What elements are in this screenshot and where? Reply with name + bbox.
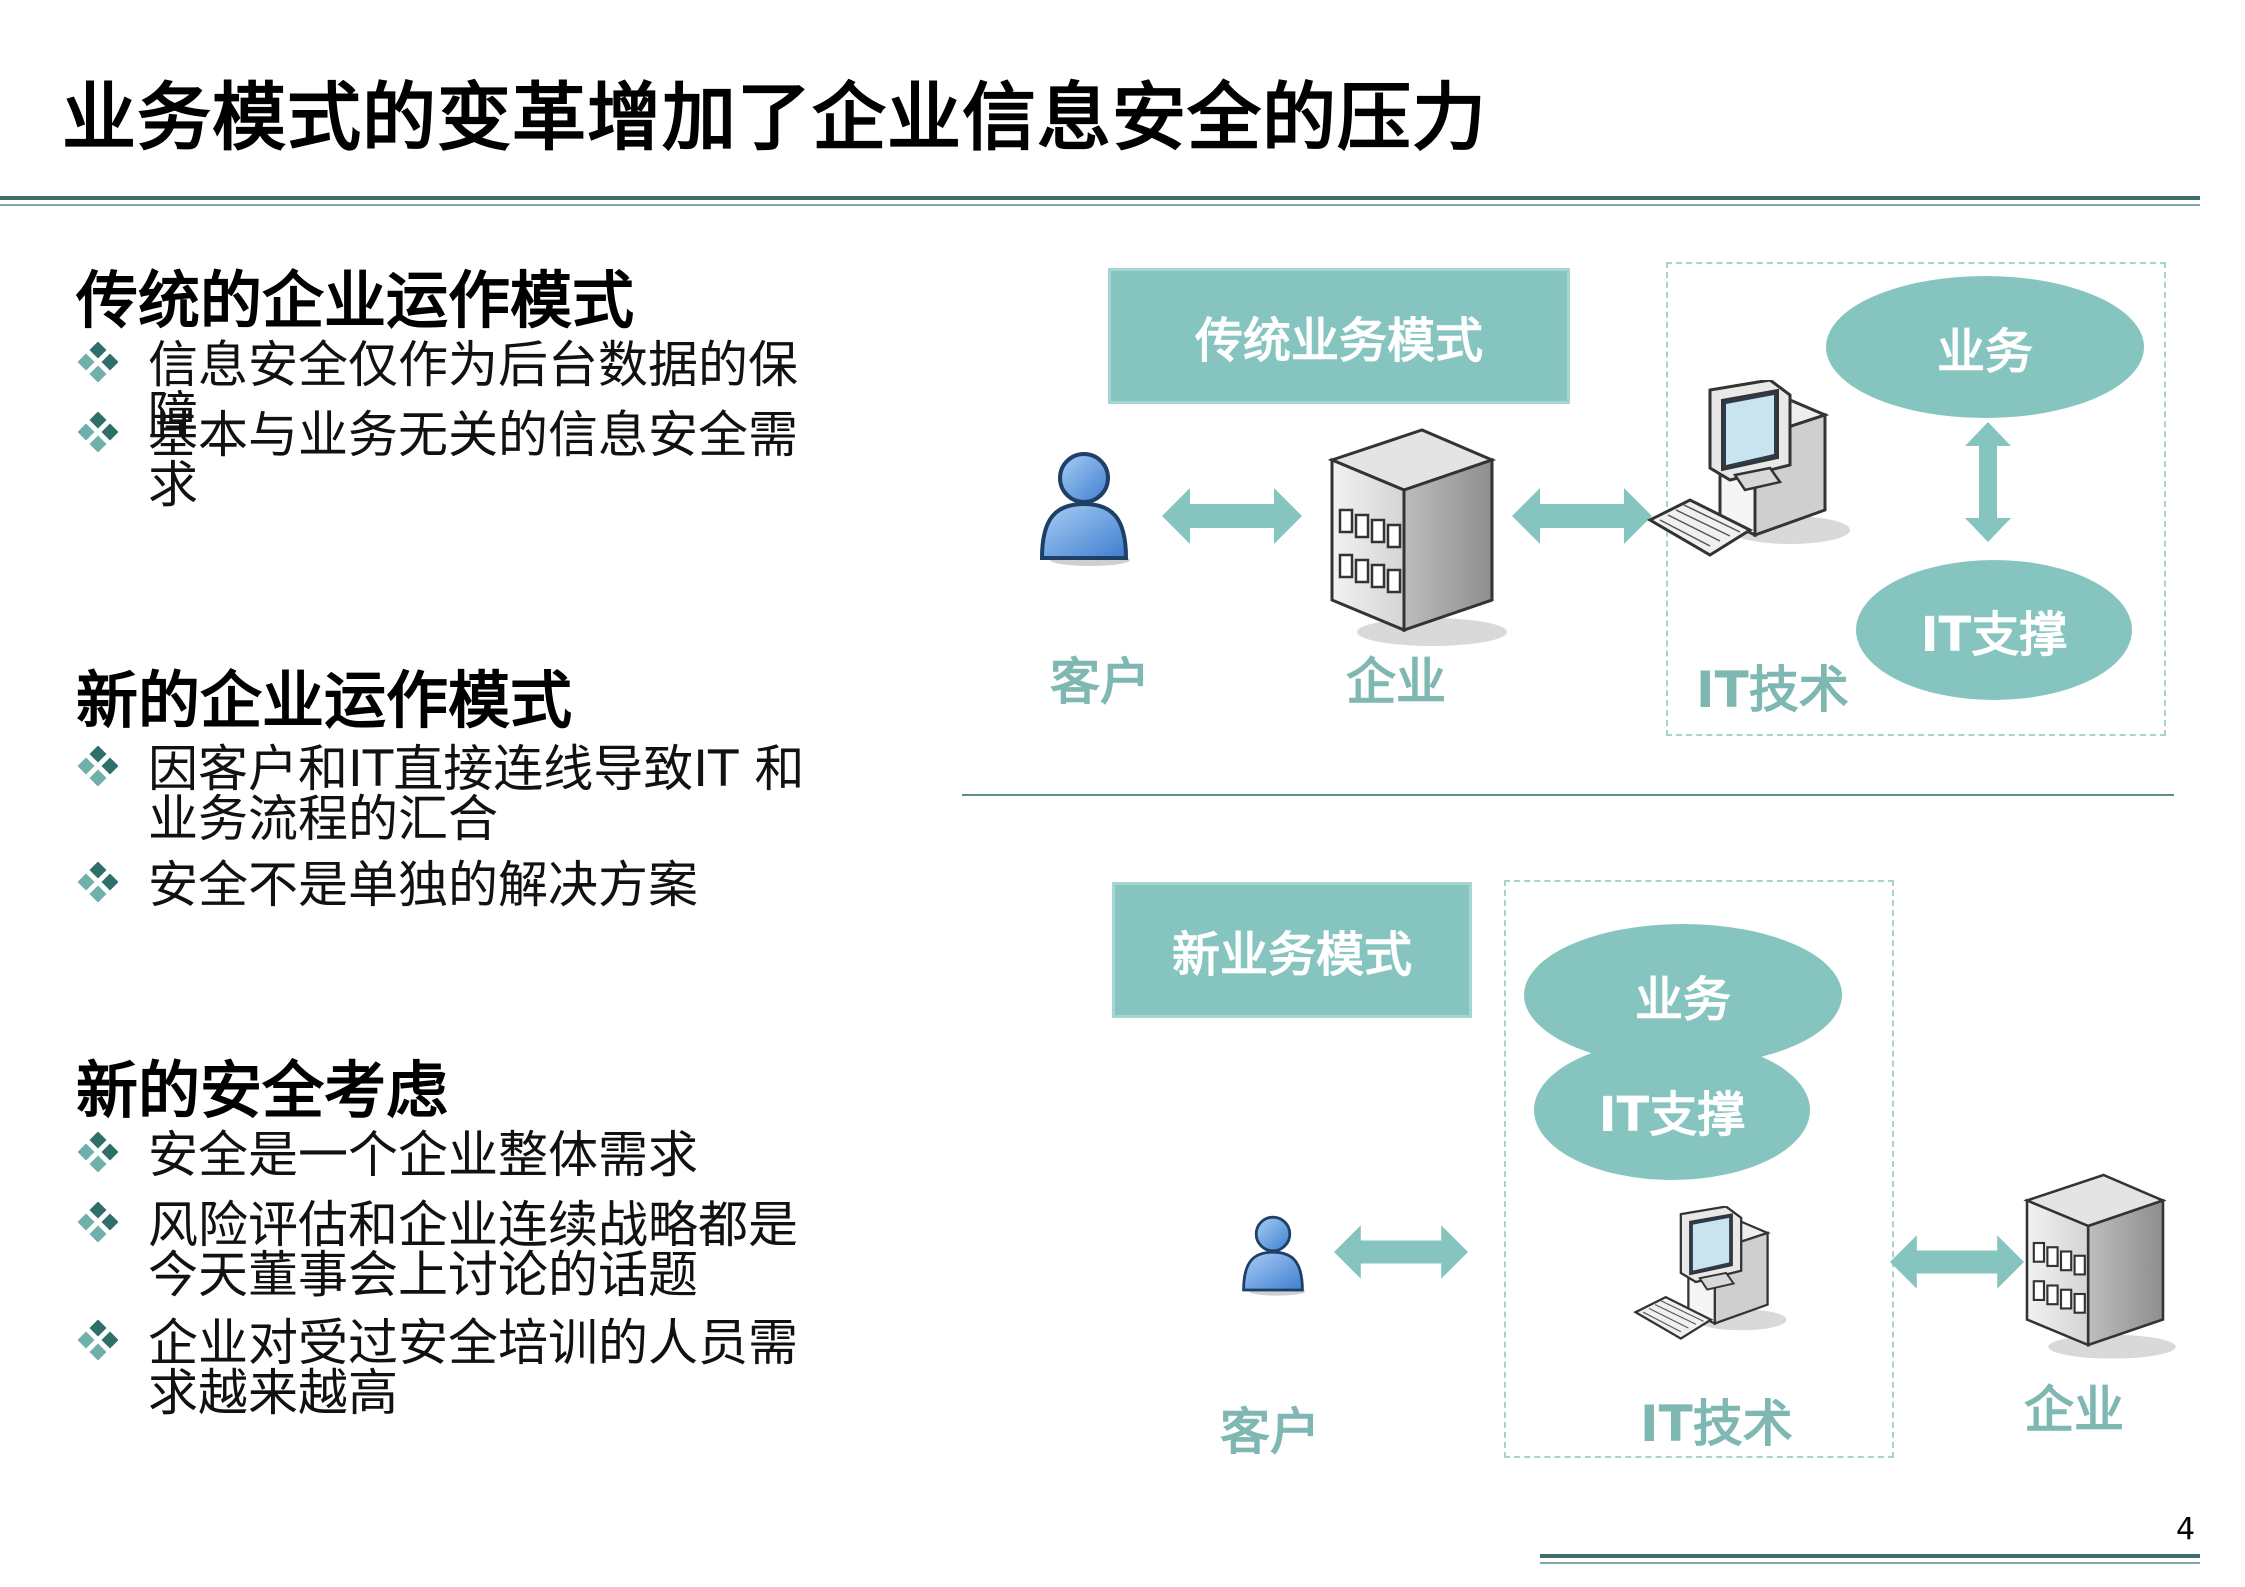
new-it-enterprise-arrow xyxy=(1890,1232,2024,1292)
customer-person-icon xyxy=(1034,446,1134,570)
new-business-ellipse: 业务 xyxy=(1524,924,1842,1066)
it-tech-label: IT技术 xyxy=(1696,661,1849,719)
title-rule xyxy=(0,196,2200,200)
computer-icon xyxy=(1640,380,1860,580)
customer-enterprise-arrow xyxy=(1162,486,1302,546)
business-it-vertical-arrow xyxy=(1963,422,2013,542)
bullet-item: 安全不是单独的解决方案 xyxy=(78,860,838,910)
footer-rule xyxy=(1540,1554,2200,1558)
bullet-item: 企业对受过安全培训的人员需求越来越高 xyxy=(78,1318,838,1418)
diamond-bullet-icon xyxy=(78,342,118,382)
new-mode-label: 新业务模式 xyxy=(1112,882,1472,1018)
new-customer-label: 客户 xyxy=(1220,1403,1320,1461)
enterprise-building-icon xyxy=(1312,410,1512,650)
traditional-mode-label: 传统业务模式 xyxy=(1108,268,1570,404)
bullet-item: 信息安全仅作为后台数据的保障 xyxy=(78,340,838,440)
business-ellipse: 业务 xyxy=(1826,276,2144,418)
it-tech-group-box xyxy=(1666,262,2166,736)
bullet-item: 基本与业务无关的信息安全需求 xyxy=(78,410,838,510)
footer-rule-thin xyxy=(1540,1562,2200,1564)
new-enterprise-building-icon xyxy=(2010,1158,2180,1362)
page-title: 业务模式的变革增加了企业信息安全的压力 xyxy=(62,75,1487,161)
diamond-bullet-icon xyxy=(78,1320,118,1360)
enterprise-label: 企业 xyxy=(1346,653,1446,711)
section-heading-new-operation: 新的企业运作模式 xyxy=(76,664,573,737)
diamond-bullet-icon xyxy=(78,746,118,786)
section-heading-new-security: 新的安全考虑 xyxy=(76,1054,449,1127)
new-customer-it-arrow xyxy=(1334,1222,1468,1282)
page-number: 4 xyxy=(2176,1512,2196,1547)
new-customer-person-icon xyxy=(1238,1212,1308,1298)
bullet-item: 因客户和IT直接连线导致IT 和业务流程的汇合 xyxy=(78,744,838,844)
diamond-bullet-icon xyxy=(78,1132,118,1172)
it-support-ellipse: IT支撑 xyxy=(1856,560,2132,700)
diamond-bullet-icon xyxy=(78,1202,118,1242)
new-it-support-ellipse: IT支撑 xyxy=(1534,1040,1810,1180)
bullet-item: 安全是一个企业整体需求 xyxy=(78,1130,838,1180)
diagram-divider xyxy=(962,794,2174,796)
title-rule-thin xyxy=(0,204,2200,206)
diamond-bullet-icon xyxy=(78,412,118,452)
bullet-item: 风险评估和企业连续战略都是今天董事会上讨论的话题 xyxy=(78,1200,838,1300)
new-computer-icon xyxy=(1628,1206,1794,1358)
enterprise-it-arrow xyxy=(1512,486,1652,546)
customer-label: 客户 xyxy=(1050,653,1150,711)
diamond-bullet-icon xyxy=(78,862,118,902)
new-it-tech-label: IT技术 xyxy=(1640,1395,1793,1453)
new-enterprise-label: 企业 xyxy=(2024,1381,2124,1439)
section-heading-traditional: 传统的企业运作模式 xyxy=(76,264,635,337)
new-it-group-box xyxy=(1504,880,1894,1458)
